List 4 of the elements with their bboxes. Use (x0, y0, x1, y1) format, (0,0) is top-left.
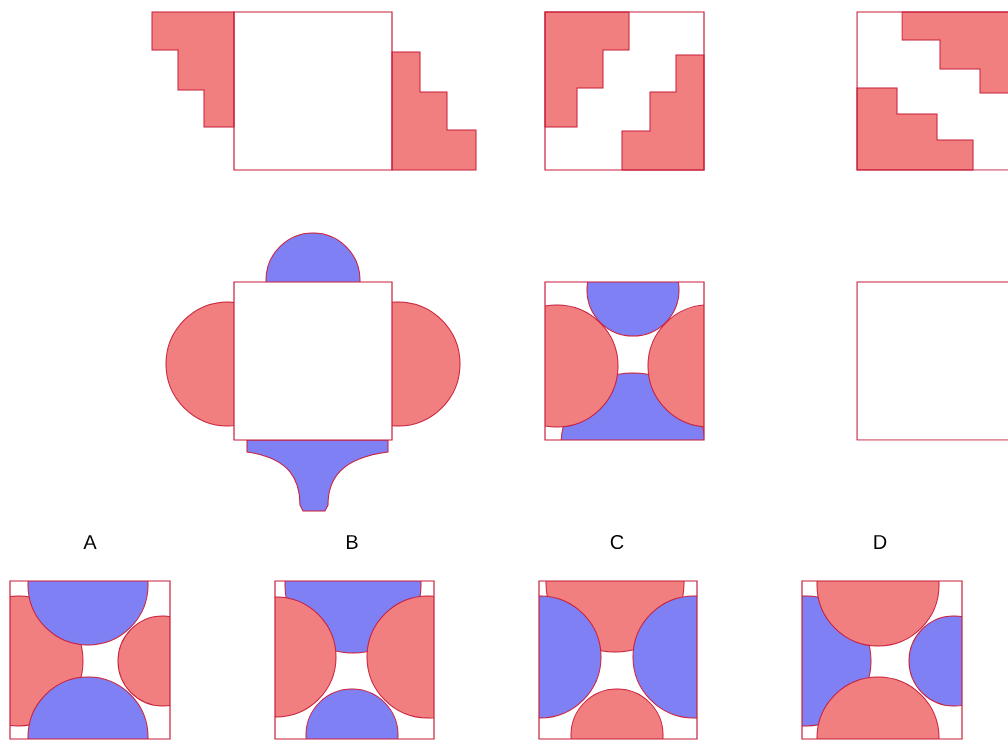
option-letter: D (874, 535, 887, 549)
option-letter: B (347, 535, 358, 549)
option-letter: C (610, 534, 624, 550)
option-letter: A (83, 535, 97, 549)
